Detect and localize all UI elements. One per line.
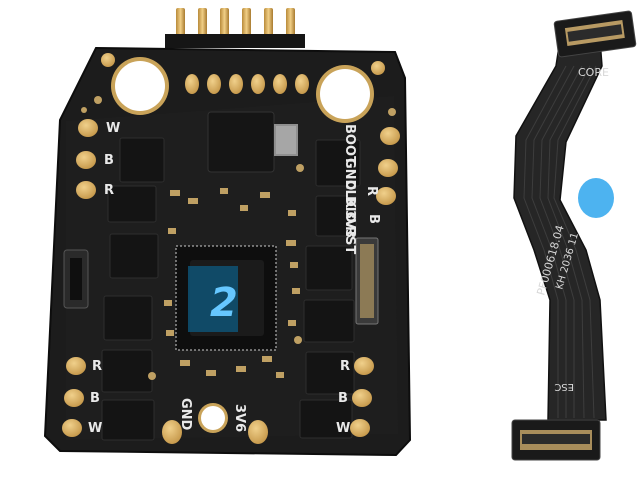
label-right-0: R <box>364 186 379 196</box>
label-left-1: B <box>104 153 114 168</box>
esc-board: 2 <box>43 8 412 457</box>
label-left-2: R <box>104 183 114 198</box>
passive-components <box>81 96 396 380</box>
mosfets-right <box>299 139 361 439</box>
silkscreen-left: W B R R B W <box>88 121 120 436</box>
esc-label: ESC <box>554 381 574 392</box>
header-pins <box>165 8 305 48</box>
motor-pads-right <box>350 127 400 437</box>
power-pads <box>162 420 268 444</box>
pin-label-3v3: 3V3 <box>342 210 357 238</box>
label-right-3: B <box>338 391 348 406</box>
regulator-chip <box>207 111 298 173</box>
blue-tape <box>578 178 614 218</box>
label-gnd: GND <box>178 398 193 431</box>
label-left-3: R <box>92 359 102 374</box>
label-right-2: R <box>340 359 350 374</box>
header-solder-pads <box>185 74 309 94</box>
label-right-1: B <box>366 214 381 224</box>
core-label: CORE <box>578 66 609 79</box>
label-3v6: 3V6 <box>232 404 247 432</box>
silkscreen-right: R B R B W <box>336 186 381 436</box>
mounting-holes <box>101 53 385 433</box>
mosfets-left <box>101 137 165 441</box>
label-left-4: B <box>90 391 100 406</box>
flex-traces <box>523 65 597 419</box>
label-left-5: W <box>88 421 102 436</box>
pin-label-rst: RST <box>342 226 357 254</box>
side-connectors <box>63 237 379 325</box>
flex-cable: CORE ESC PF000618.04 KH 2036 11 <box>511 10 637 461</box>
pin-label-boot: BOOT <box>342 124 357 165</box>
top-connector <box>553 10 637 58</box>
pin-label-clk: CLK <box>342 180 357 209</box>
label-right-4: W <box>336 421 350 436</box>
mcu-chip: 2 <box>175 245 277 351</box>
motor-pads-left <box>62 119 98 437</box>
pin-label-gnd: GND <box>342 158 357 191</box>
bottom-connector <box>511 419 601 461</box>
pin-label-dio: DIO <box>342 196 357 223</box>
chip-mark: 2 <box>210 280 238 326</box>
header-pin-labels: BOOT GND CLK DIO 3V3 RST <box>342 124 357 254</box>
label-left-0: W <box>106 121 120 136</box>
